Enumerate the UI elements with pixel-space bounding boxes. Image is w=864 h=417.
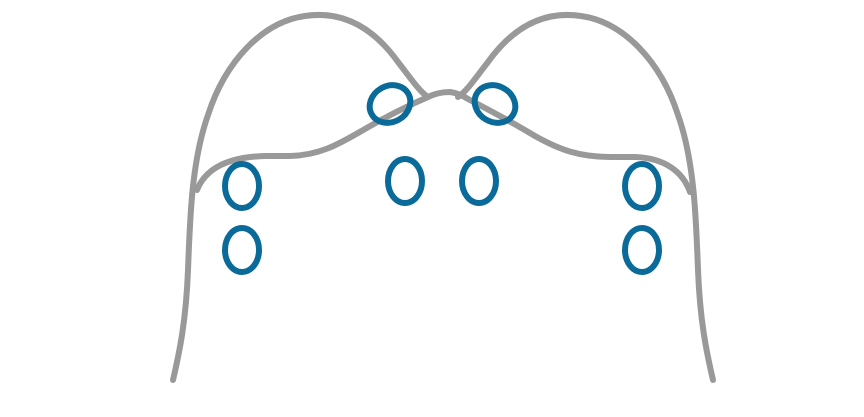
marker-center-right-top [471,82,519,126]
marker-group [222,82,662,275]
outline-group [170,11,716,383]
marker-center-left-top [366,82,414,126]
outline-left-lobe [170,11,431,383]
outline-right-lobe [455,11,716,383]
marker-center-right-middle [459,156,499,206]
marker-left-lower [222,225,262,275]
marker-right-upper [622,161,662,211]
marker-right-lower [622,225,662,275]
outline-inner-contour [194,89,693,195]
marker-left-upper [222,161,262,211]
marker-center-left-middle [385,156,425,206]
